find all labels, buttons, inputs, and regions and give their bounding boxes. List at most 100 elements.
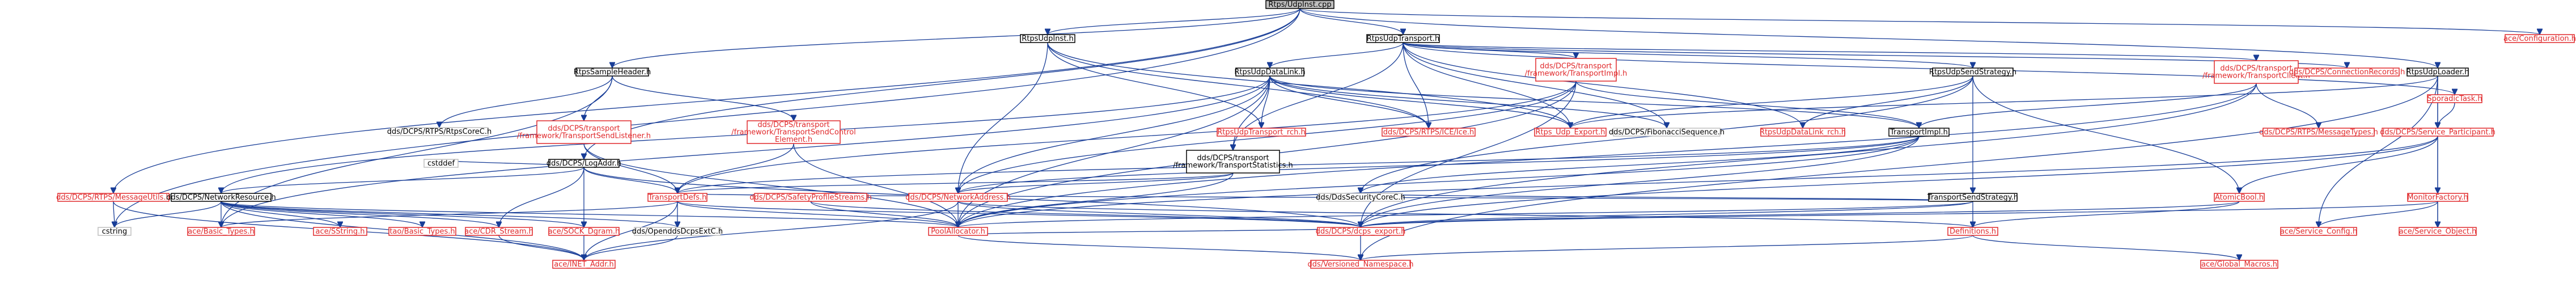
node-monitorfactory-h[interactable]: MonitorFactory.h — [2407, 193, 2468, 202]
node-transportclient-h[interactable]: dds/DCPS/transport /framework/TransportC… — [2202, 60, 2310, 84]
node-udptransport-h[interactable]: RtpsUdpTransport.h — [1366, 34, 1440, 43]
edge-transportimpl_h-to-networkaddress_h — [958, 136, 1920, 194]
node-inet-addr-h[interactable]: ace/INET_Addr.h — [552, 260, 616, 269]
node-label: dds/DCPS/RTPS/MessageUtils.h — [56, 193, 171, 202]
node-loglib-h[interactable]: dds/DCPS/LogAddr.h — [546, 159, 621, 168]
edge-networkresource_h-to-poolallocator_h — [221, 201, 958, 228]
node-versioned-namespace-h[interactable]: dds/Versioned_Namespace.h — [1307, 260, 1414, 269]
node-cdr-stream-h[interactable]: ace/CDR_Stream.h — [464, 227, 533, 236]
node-messagetypes-h[interactable]: dds/DCPS/RTPS/MessageTypes.h — [2259, 128, 2378, 137]
edge-root-to-cstring — [115, 8, 1300, 227]
edge-transportimpl_h-to-transportdefs_h — [677, 136, 1920, 194]
edge-safetyprofile_h-to-poolallocator_h — [810, 201, 958, 228]
edge-root-to-messageutils_h — [113, 8, 1300, 193]
node-service-participant-h[interactable]: dds/DCPS/Service_Participant.h — [2380, 128, 2496, 137]
node-sstring-h[interactable]: ace/SString.h — [313, 227, 367, 236]
node-label: RtpsUdpInst.h — [1022, 35, 1074, 43]
edge-udptransport_h-to-rtpsicec_h — [1403, 42, 1429, 128]
edge-definitions_h-to-versioned_namespace_h — [1361, 235, 1973, 261]
node-transportsendcontrol-h[interactable]: dds/DCPS/transport /framework/TransportS… — [731, 120, 856, 144]
node-transportstats-h[interactable]: dds/DCPS/transport /framework/TransportS… — [1173, 150, 1293, 174]
node-rtpsicec-h[interactable]: dds/DCPS/RTPS/ICE/Ice.h — [1382, 128, 1476, 137]
edge-networkresource_h-to-sock_dgram_h — [221, 201, 584, 228]
node-label: ace/CDR_Stream.h — [464, 227, 533, 236]
node-box — [1535, 58, 1617, 82]
edge-udptransport_h-to-sendstrategy_h — [1403, 42, 1973, 69]
edge-datalink_h-to-fibonacci_h — [1269, 75, 1667, 129]
node-service-config-h[interactable]: ace/Service_Config.h — [2280, 227, 2357, 236]
node-udptransport-rch-h[interactable]: RtpsUdpTransport_rch.h — [1217, 128, 1306, 137]
node-networkresource-h[interactable]: dds/DCPS/NetworkResource.h — [166, 193, 276, 202]
edge-udptransport_h-to-datalink_h — [1270, 42, 1404, 69]
edge-transportclient_h-to-dcps_export_h — [1361, 83, 2257, 227]
node-udploader-h[interactable]: RtpsUdpLoader.h — [2406, 67, 2469, 77]
node-rtps-udp-export-h[interactable]: Rtps_Udp_Export.h — [1534, 128, 1607, 137]
node-label: ace/Basic_Types.h — [188, 227, 254, 236]
node-label: dds/DCPS/Service_Participant.h — [2380, 128, 2496, 137]
edge-udpinst_h-to-rtps_udp_export_h — [1047, 42, 1570, 128]
node-service-object-h[interactable]: ace/Service_Object.h — [2399, 227, 2477, 236]
edge-datalink_h-to-networkresource_h — [221, 75, 1270, 193]
node-messageutils-h[interactable]: dds/DCPS/RTPS/MessageUtils.h — [56, 193, 171, 202]
node-label: RtpsSampleHeader.h — [574, 68, 651, 77]
node-label: ace/SString.h — [316, 227, 365, 236]
node-udpinst-h[interactable]: RtpsUdpInst.h — [1020, 34, 1075, 43]
node-box — [1235, 67, 1304, 77]
node-box — [747, 120, 841, 144]
edge-root-to-udpinst_h — [1048, 8, 1300, 35]
node-box — [552, 260, 616, 269]
node-transportsendstrategy-h[interactable]: TransportSendStrategy.h — [1927, 193, 2018, 202]
node-sendstrategy-h[interactable]: RtpsUdpSendStrategy.h — [1929, 67, 2016, 77]
edge-transportdefs_h-to-inet_addr_h — [584, 201, 678, 260]
node-transportimpl-fw-h[interactable]: dds/DCPS/transport /framework/TransportI… — [1525, 58, 1628, 82]
node-label: Definitions.h — [1950, 227, 1996, 236]
node-label: dds/DCPS/transport/framework/TransportIm… — [1525, 62, 1628, 78]
node-connectionrecords-h[interactable]: dds/DCPS/ConnectionRecords.h — [2289, 67, 2405, 77]
edge-udpinst_h-to-networkaddress_h — [958, 42, 1048, 193]
node-dcps-export-h[interactable]: dds/DCPS/dcps_export.h — [1316, 227, 1406, 236]
node-transportdefs-h[interactable]: TransportDefs.h — [647, 193, 707, 202]
node-opendds-dcps-h: dds/OpenddsDcpsExtC.h — [632, 227, 723, 236]
node-label: dds/DCPS/RTPS/MessageTypes.h — [2259, 128, 2378, 137]
node-datalink-rch-h[interactable]: RtpsUdpDataLink_rch.h — [1760, 128, 1846, 137]
node-box — [423, 159, 459, 168]
edge-service_participant_h-to-dcps_export_h — [1361, 136, 2438, 227]
edge-udpinst_h-to-rtpsicec_h — [1047, 42, 1429, 128]
edge-networkaddress_h-to-inet_addr_h — [584, 201, 959, 261]
node-box — [1932, 67, 2014, 77]
edge-transportsendstrategy_h-to-dcps_export_h — [1361, 201, 1973, 228]
node-poolallocator-h[interactable]: PoolAllocator.h — [928, 227, 988, 236]
node-networkaddress-h[interactable]: dds/DCPS/NetworkAddress.h — [905, 193, 1011, 202]
edge-datalink_h-to-rtpsicec_h — [1269, 75, 1429, 129]
node-atomicbool-h[interactable]: AtomicBool.h — [2214, 193, 2265, 202]
edge-udploader_h-to-service_config_h — [2319, 75, 2438, 227]
node-label-line: dds/DCPS/transport — [1197, 154, 1269, 163]
edge-root-to-udptransport_h — [1299, 8, 1403, 35]
edge-transportsendcontrol_h-to-poolallocator_h — [793, 143, 958, 227]
node-basic-types-h[interactable]: ace/Basic_Types.h — [187, 227, 255, 236]
node-tao-basic-types-h[interactable]: tao/Basic_Types.h — [388, 227, 456, 236]
node-label: ace/Service_Config.h — [2280, 227, 2357, 236]
node-definitions-h[interactable]: Definitions.h — [1947, 227, 1998, 236]
node-label: RtpsUdpTransport_rch.h — [1217, 128, 1306, 137]
edge-root-to-udploader_h — [1299, 8, 2438, 69]
node-global-macros-h[interactable]: ace/Global_Macros.h — [2200, 260, 2278, 269]
node-transportsendlistener-h[interactable]: dds/DCPS/transport /framework/TransportS… — [517, 120, 651, 144]
node-box — [187, 227, 255, 236]
edge-service_participant_h-to-atomicbool_h — [2239, 136, 2438, 194]
node-sampleheader-h[interactable]: RtpsSampleHeader.h — [574, 67, 651, 77]
edge-networkresource_h-to-tao_basic_types_h — [221, 201, 422, 228]
edge-udptransport_h-to-sporadictask_h — [1403, 42, 2455, 95]
edge-transportstats_h-to-networkaddress_h — [958, 172, 1234, 194]
node-safetyprofile-h[interactable]: dds/DCPS/SafetyProfileStreams.h — [749, 193, 872, 202]
node-label: cstring — [102, 227, 127, 236]
node-label: dds/DCPS/LogAddr.h — [546, 159, 621, 168]
node-box — [2263, 128, 2375, 137]
node-transportimpl-h[interactable]: TransportImpl.h — [1888, 128, 1950, 137]
node-sock-dgram-h[interactable]: ace/SOCK_Dgram.h — [548, 227, 620, 236]
edge-transportimpl_fw_h-to-transportimpl_h — [1575, 81, 1919, 129]
node-sporadictask-h[interactable]: SporadicTask.h — [2427, 94, 2482, 103]
edge-udpinst_h-to-udptransport_rch_h — [1047, 42, 1261, 128]
node-datalink-h[interactable]: RtpsUdpDataLink.h — [1234, 67, 1306, 77]
node-configuration-h[interactable]: ace/Configuration.h — [2503, 34, 2576, 43]
